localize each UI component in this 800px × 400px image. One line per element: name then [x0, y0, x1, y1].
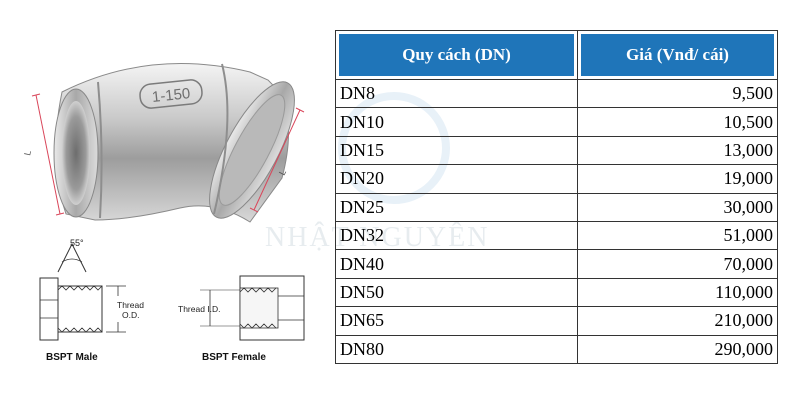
dimension-lines: L L — [22, 93, 305, 216]
spec-cell: DN10 — [335, 107, 578, 137]
elbow-fitting: 1-150 — [53, 63, 295, 223]
price-cell: 51,000 — [577, 220, 778, 251]
female-thread-label: Thread I.D. — [178, 304, 221, 314]
spec-cell: DN15 — [335, 135, 578, 166]
elbow-and-thread-diagram: 1-150 L L 55° Thre — [22, 63, 305, 363]
spec-cell: DN65 — [335, 306, 578, 336]
spec-cell: DN80 — [335, 334, 578, 364]
price-cell: 10,500 — [577, 107, 778, 137]
spec-cell: DN32 — [335, 220, 578, 251]
column-header-price: Giá (Vnđ/ cái) — [577, 30, 778, 80]
column-header-spec: Quy cách (DN) — [335, 30, 578, 80]
price-cell: 19,000 — [577, 164, 778, 194]
angle-label: 55° — [70, 238, 84, 248]
spec-cell: DN8 — [335, 78, 578, 109]
spec-cell: DN20 — [335, 164, 578, 194]
dimension-label-left: L — [22, 149, 33, 156]
bspt-male-diagram: 55° Thread O.D. BSPT Male — [39, 238, 144, 363]
bspt-female-title: BSPT Female — [202, 352, 266, 363]
price-cell: 13,000 — [577, 135, 778, 166]
spec-cell: DN40 — [335, 249, 578, 279]
casting-mark-text: 1-150 — [151, 85, 191, 106]
bspt-male-title: BSPT Male — [46, 352, 98, 363]
price-cell: 110,000 — [577, 277, 778, 308]
male-thread-label-1: Thread — [117, 300, 144, 310]
price-cell: 210,000 — [577, 306, 778, 336]
spec-cell: DN25 — [335, 192, 578, 222]
product-illustration: 1-150 L L 55° Thre — [0, 0, 330, 400]
bspt-female-diagram: Thread I.D. BSPT Female — [178, 275, 305, 363]
price-cell: 30,000 — [577, 192, 778, 222]
table-header-row: Quy cách (DN) Giá (Vnđ/ cái) — [335, 30, 778, 80]
dimension-label-right: L — [277, 168, 288, 177]
spec-cell: DN50 — [335, 277, 578, 308]
male-thread-label-2: O.D. — [122, 310, 139, 320]
price-cell: 9,500 — [577, 78, 778, 109]
price-cell: 70,000 — [577, 249, 778, 279]
price-cell: 290,000 — [577, 334, 778, 364]
